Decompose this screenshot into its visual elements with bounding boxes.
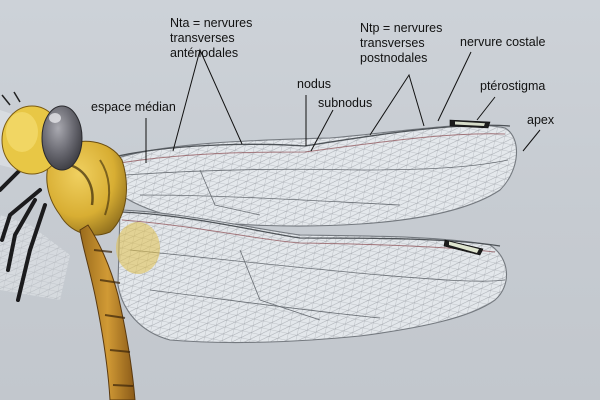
label-pterostigma: ptérostigma [480, 79, 546, 93]
label-subnodus: subnodus [318, 96, 373, 110]
label-nodus: nodus [297, 77, 332, 91]
label-nta: Nta = nervures transverses anténodales [170, 16, 253, 60]
nta-leader [172, 48, 243, 152]
label-nervure-costale: nervure costale [460, 35, 546, 49]
pterostigma-leader [476, 96, 496, 121]
compound-eye [41, 105, 83, 171]
subnodus-leader [310, 109, 334, 152]
nervure-costale-leader [437, 51, 472, 122]
apex-leader [522, 129, 541, 152]
ntp-leader [369, 73, 425, 136]
label-espace-median: espace médian [91, 100, 176, 114]
label-ntp: Ntp = nervures transverses postnodales [360, 21, 443, 65]
legs [0, 168, 47, 302]
leader-lines [145, 48, 541, 163]
abdomen [79, 224, 136, 400]
label-apex: apex [527, 113, 555, 127]
